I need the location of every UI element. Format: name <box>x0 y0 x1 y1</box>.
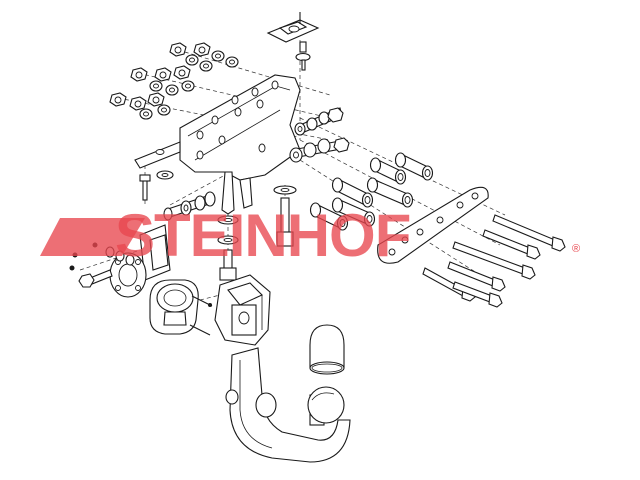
tow-ball-cap <box>309 324 345 375</box>
side-plate-right <box>377 186 489 264</box>
center-bolts <box>217 185 297 281</box>
watermark: STEINHOF ® <box>40 202 580 269</box>
electrical-socket <box>149 279 213 336</box>
nut-washer-set-left <box>109 42 239 120</box>
left-bolt-cluster <box>163 191 216 221</box>
spacer-tubes <box>309 152 434 231</box>
receiver-bracket <box>214 274 271 346</box>
long-bolts <box>422 214 566 308</box>
watermark-registered: ® <box>572 243 580 255</box>
small-bolt-left <box>139 174 151 201</box>
tow-ball-arm <box>225 347 351 463</box>
main-mounting-bracket <box>134 74 301 215</box>
bracket-bolt-group <box>289 107 350 163</box>
watermark-swoosh <box>40 218 145 256</box>
socket-bracket <box>69 224 171 298</box>
watermark-text: STEINHOF <box>115 202 410 269</box>
top-bracket <box>266 12 320 71</box>
